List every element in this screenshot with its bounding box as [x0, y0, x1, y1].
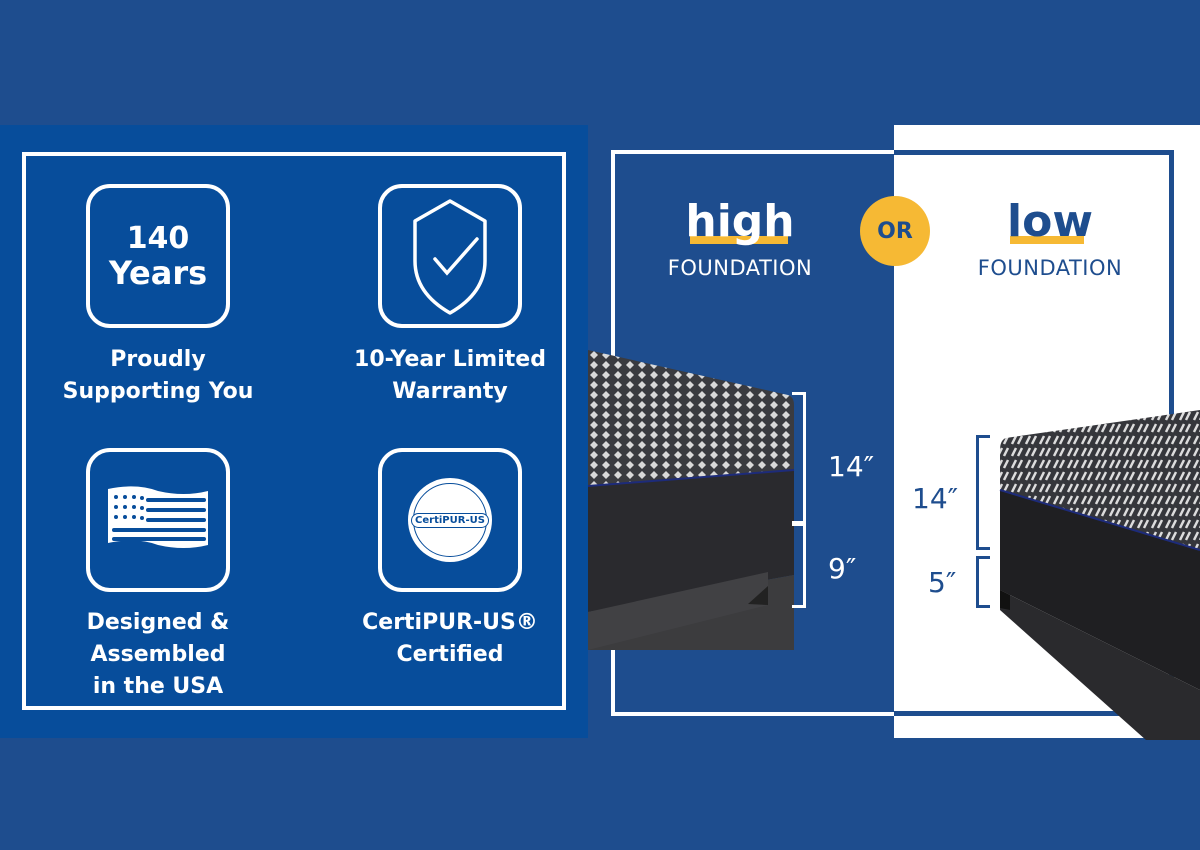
label-line: Supporting You: [62, 379, 254, 404]
years-badge-icon: 140 Years: [86, 184, 230, 328]
low-foundation-height: 5″: [928, 566, 957, 599]
low-mattress-illustration: [996, 410, 1200, 740]
label-line: 10-Year Limited: [354, 347, 546, 372]
label-line: Designed &: [86, 610, 230, 635]
feature-label-years: Proudly Supporting You: [28, 344, 288, 408]
high-mattress-height: 14″: [828, 450, 875, 483]
feature-label-usa: Designed & Assembled in the USA: [28, 607, 288, 703]
low-mattress-bracket: [976, 435, 990, 550]
low-underline: [1010, 236, 1084, 244]
high-word: high: [685, 196, 795, 247]
low-foundation-label: FOUNDATION: [977, 256, 1123, 280]
certipur-seal: CertiPUR-US: [408, 478, 492, 562]
label-line: CertiPUR-US®: [362, 610, 538, 635]
features-panel: [0, 125, 588, 738]
feature-label-certipur: CertiPUR-US® Certified: [320, 607, 580, 671]
low-foundation-bracket: [976, 556, 990, 608]
high-mattress-bracket: [792, 392, 806, 524]
certipur-seal-icon: CertiPUR-US: [378, 448, 522, 592]
or-separator: OR: [860, 196, 930, 266]
label-line: Certified: [396, 642, 504, 667]
high-foundation-label: FOUNDATION: [667, 256, 813, 280]
badge-word: Years: [108, 254, 208, 292]
features-frame: [22, 152, 566, 710]
high-foundation-bracket: [792, 523, 806, 608]
feature-label-warranty: 10-Year Limited Warranty: [320, 344, 580, 408]
high-underline: [690, 236, 788, 244]
seal-text: CertiPUR-US: [411, 512, 489, 528]
label-line: Proudly: [110, 347, 206, 372]
us-flag-icon: [86, 448, 230, 592]
high-mattress-illustration: [587, 350, 806, 652]
high-foundation-height: 9″: [828, 552, 857, 585]
low-mattress-height: 14″: [912, 482, 959, 515]
label-line: in the USA: [92, 674, 224, 699]
label-line: Assembled: [90, 642, 226, 667]
shield-check-icon: [378, 184, 522, 328]
low-word: low: [1007, 196, 1093, 247]
badge-number: 140: [126, 221, 190, 256]
label-line: Warranty: [392, 379, 508, 404]
